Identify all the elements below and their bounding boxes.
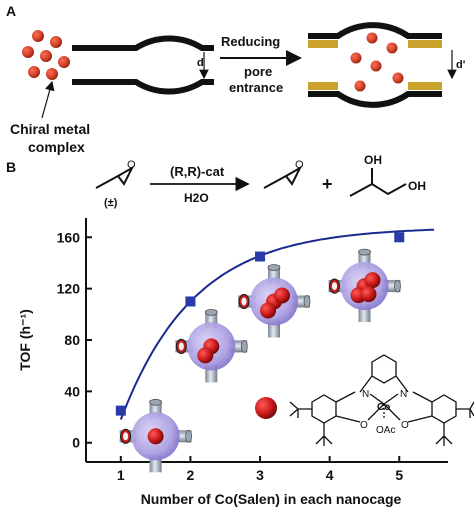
d-prime-label: d' <box>456 59 466 71</box>
metal-complex-legend-sphere <box>255 397 277 419</box>
product-methyl-bond <box>263 175 287 189</box>
salen-o-right: O <box>401 420 409 431</box>
reagent-label: H2O <box>184 191 209 205</box>
co-salen-sphere <box>147 428 164 445</box>
complex-particle <box>40 50 52 62</box>
left-tbu-bottom <box>315 423 333 446</box>
nanocage-illustration <box>119 398 193 473</box>
y-tick-label: 80 <box>64 332 80 348</box>
catalyst-label: (R,R)-cat <box>170 164 225 179</box>
salen-oac: OAc <box>376 425 395 436</box>
data-point <box>115 405 126 416</box>
y-tick-label: 0 <box>72 435 80 451</box>
co-salen-sphere <box>260 302 276 319</box>
salen-n-left: N <box>362 389 369 400</box>
y-axis-label: TOF (h⁻¹) <box>17 309 33 371</box>
epoxide-ring <box>116 165 135 186</box>
coating-layer <box>408 82 442 90</box>
reaction-scheme <box>95 165 407 197</box>
salen-n-right: N <box>400 389 407 400</box>
complex-label-line2: complex <box>28 139 85 155</box>
fit-curve <box>119 228 435 420</box>
nanocage-illustration <box>174 308 248 383</box>
x-tick-label: 4 <box>326 467 334 483</box>
panel-a: A d Reducing pore entrance <box>6 3 466 155</box>
cyclohexane-ring <box>371 354 397 384</box>
coating-layer <box>308 40 338 48</box>
arrow-text-line1: Reducing <box>221 34 280 49</box>
diol-chain <box>349 182 407 197</box>
epoxide-methyl-bond <box>95 175 119 189</box>
right-tbu-bottom <box>435 423 453 446</box>
imine-bonds <box>335 391 433 403</box>
right-phenyl-ring <box>431 394 457 424</box>
right-tbu <box>456 401 474 418</box>
complex-pointer-arrow <box>41 80 55 119</box>
x-tick-label: 2 <box>187 467 195 483</box>
co-salen-sphere <box>360 286 377 303</box>
coating-layer <box>308 82 338 90</box>
y-tick-label: 40 <box>64 383 80 399</box>
data-point <box>394 232 405 243</box>
complex-particle <box>58 56 70 68</box>
complex-particle <box>370 60 382 72</box>
data-point <box>255 251 266 262</box>
nanocage-illustration <box>237 263 311 339</box>
salen-structure <box>289 354 474 446</box>
panel-a-label: A <box>6 3 16 19</box>
coating-layer <box>408 40 442 48</box>
arrow-text-line3: entrance <box>229 80 283 95</box>
cage-coated <box>308 22 442 108</box>
arrow-text-line2: pore <box>244 64 272 79</box>
complex-particle <box>22 46 34 58</box>
oh-top: OH <box>364 153 382 167</box>
oh-right: OH <box>408 179 426 193</box>
epoxide-oxygen: O <box>127 159 136 171</box>
complex-particle <box>392 72 404 84</box>
co-salen-sphere <box>197 347 214 364</box>
complex-particle <box>350 52 362 64</box>
d-label: d <box>197 57 204 69</box>
left-tbu <box>289 401 312 418</box>
co-coordination <box>367 393 401 421</box>
co-salen-sphere <box>364 272 381 289</box>
complex-particle <box>354 80 366 92</box>
complex-particle <box>46 68 58 80</box>
x-tick-label: 5 <box>395 467 403 483</box>
y-tick-label: 160 <box>57 229 81 245</box>
phenoxide-bonds <box>335 415 433 423</box>
diamine-bonds <box>359 375 409 393</box>
co-salen-sphere <box>274 287 290 304</box>
x-tick-label: 1 <box>117 467 125 483</box>
complex-particle <box>366 32 378 44</box>
product-epoxide-ring <box>284 165 303 186</box>
complex-particle <box>386 42 398 54</box>
complex-particle <box>32 30 44 42</box>
panel-b: B O O (±) (R,R)-cat H2O + OH OH 04080120… <box>6 153 474 507</box>
panel-b-label: B <box>6 159 16 175</box>
racemic-mark: (±) <box>104 197 118 209</box>
complex-particle <box>28 66 40 78</box>
free-complexes <box>22 30 70 80</box>
data-point <box>185 296 196 307</box>
complex-particle <box>50 36 62 48</box>
x-tick-label: 3 <box>256 467 264 483</box>
nanocage-illustration <box>327 248 402 323</box>
left-phenyl-ring <box>311 394 337 424</box>
product-oxygen: O <box>295 159 304 171</box>
cage-open <box>72 35 214 95</box>
complex-label-line1: Chiral metal <box>10 121 90 137</box>
salen-co: Co <box>377 402 390 413</box>
y-tick-label: 120 <box>57 281 81 297</box>
salen-o-left: O <box>360 420 368 431</box>
plus-sign: + <box>322 174 333 194</box>
x-axis-label: Number of Co(Salen) in each nanocage <box>141 491 402 507</box>
